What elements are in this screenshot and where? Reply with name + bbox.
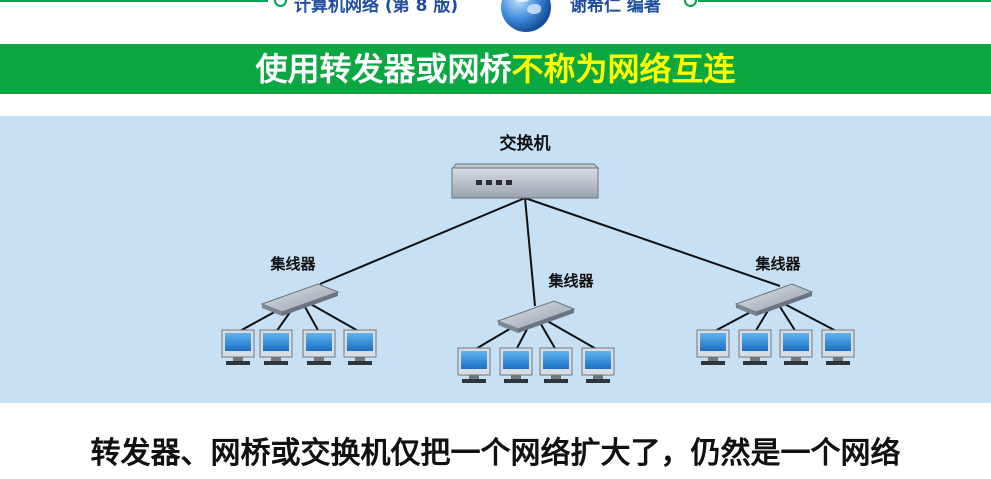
pc-icon [779, 329, 813, 365]
pc-icon [302, 329, 336, 365]
switch-device [451, 163, 600, 199]
network-diagram: 交换机 集线器 集线器 集线器 [221, 133, 855, 383]
header-circle-right [684, 0, 697, 7]
slide-caption: 转发器、网桥或交换机仅把一个网络扩大了，仍然是一个网络 [90, 436, 901, 471]
globe-icon [501, 0, 551, 32]
pc-icon [738, 329, 772, 365]
hub-1 [260, 283, 340, 316]
header-line-left [0, 0, 268, 2]
hub-label-1: 集线器 [269, 255, 316, 273]
header-line-right [698, 0, 991, 2]
book-author: 谢希仁 编著 [570, 0, 661, 16]
pc-icon [259, 329, 293, 365]
pc-icon [457, 347, 491, 383]
diagram-panel: 交换机 集线器 集线器 集线器 [0, 116, 991, 403]
pc-icon [499, 347, 533, 383]
hub-label-2: 集线器 [547, 272, 594, 290]
pc-group-3 [696, 329, 855, 365]
link-switch-hub-3 [524, 197, 781, 287]
hub-2 [496, 300, 576, 333]
pc-group-1 [221, 329, 377, 365]
hub-label-3: 集线器 [754, 255, 801, 273]
pc-icon [221, 329, 255, 365]
book-title: 计算机网络 (第 8 版) [294, 0, 459, 16]
link-switch-hub-1 [319, 197, 526, 285]
pc-icon [539, 347, 573, 383]
title-white-part: 使用转发器或网桥 [255, 50, 512, 88]
pc-group-2 [457, 347, 615, 383]
header-circle-left [274, 0, 287, 7]
slide-title: 使用转发器或网桥不称为网络互连 [0, 44, 991, 94]
pc-icon [343, 329, 377, 365]
title-bar: 使用转发器或网桥不称为网络互连 [0, 44, 991, 94]
header-band: 计算机网络 (第 8 版) 谢希仁 编著 [0, 0, 991, 32]
pc-icon [696, 329, 730, 365]
link-switch-hub-2 [524, 197, 536, 307]
switch-label: 交换机 [500, 133, 551, 154]
pc-icon [581, 347, 615, 383]
pc-icon [821, 329, 855, 365]
title-yellow-part: 不称为网络互连 [511, 50, 736, 88]
hub-3 [734, 283, 814, 316]
switch-links [319, 197, 781, 307]
